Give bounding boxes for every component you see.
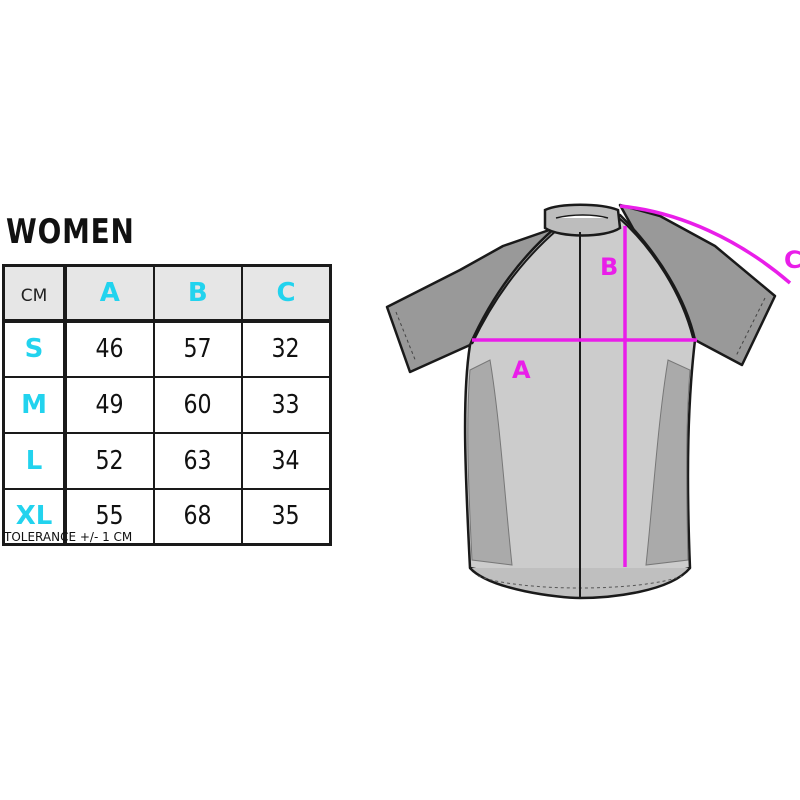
table-row: M 49 60 33 xyxy=(2,375,332,434)
value-cell: 49 xyxy=(64,375,155,434)
value-label: 49 xyxy=(95,389,124,420)
measure-line-c xyxy=(619,204,792,285)
size-cell: L xyxy=(2,431,67,490)
collar xyxy=(543,203,622,237)
value-label: 55 xyxy=(95,501,124,532)
right-side-panel xyxy=(645,359,691,566)
size-cell: M xyxy=(2,375,67,434)
table-row: XL 55 68 35 xyxy=(2,487,332,546)
unit-header: CM xyxy=(2,264,67,323)
value-label: 35 xyxy=(271,501,301,532)
value-label: 60 xyxy=(183,389,212,420)
value-label: 32 xyxy=(271,334,301,364)
size-label: S xyxy=(24,334,44,364)
size-label: XL xyxy=(15,501,53,532)
size-table: CM A B C S 46 57 32 M 49 60 33 L 52 63 3… xyxy=(2,264,332,546)
column-header: C xyxy=(241,264,332,323)
unit-label: CM xyxy=(20,285,48,306)
label-a: A xyxy=(512,356,531,384)
right-sleeve-stitch xyxy=(735,297,766,357)
size-cell: XL xyxy=(2,487,67,546)
value-cell: 34 xyxy=(241,431,332,490)
value-cell: 46 xyxy=(64,319,155,378)
column-header-label: C xyxy=(276,277,296,308)
value-cell: 60 xyxy=(152,375,243,434)
value-cell: 33 xyxy=(241,375,332,434)
value-cell: 52 xyxy=(64,431,155,490)
table-row: L 52 63 34 xyxy=(2,431,332,490)
size-cell: S xyxy=(2,319,67,378)
value-label: 68 xyxy=(183,501,212,532)
label-c: C xyxy=(784,246,800,274)
table-row: S 46 57 32 xyxy=(2,319,332,378)
left-raglan-seam xyxy=(471,229,558,345)
value-label: 46 xyxy=(95,334,124,364)
column-header: B xyxy=(152,264,243,323)
size-label: L xyxy=(25,445,43,476)
value-cell: 55 xyxy=(64,487,155,546)
value-cell: 63 xyxy=(152,431,243,490)
value-cell: 57 xyxy=(152,319,243,378)
value-cell: 32 xyxy=(241,319,332,378)
table-header-row: CM A B C xyxy=(2,264,332,323)
left-side-panel xyxy=(467,359,513,566)
tolerance-note: TOLERANCE +/- 1 CM xyxy=(4,530,133,544)
value-label: 52 xyxy=(95,445,124,476)
value-label: 34 xyxy=(271,445,301,476)
label-b: B xyxy=(600,253,618,281)
right-raglan-seam xyxy=(617,216,694,339)
value-cell: 35 xyxy=(241,487,332,546)
chart-title: WOMEN xyxy=(6,212,135,252)
column-header: A xyxy=(64,264,155,323)
column-header-label: A xyxy=(99,277,120,308)
value-label: 63 xyxy=(183,445,212,476)
value-label: 57 xyxy=(183,334,212,364)
value-cell: 68 xyxy=(152,487,243,546)
left-sleeve-stitch xyxy=(395,311,417,363)
size-label: M xyxy=(21,389,47,420)
collar-opening xyxy=(555,214,609,219)
column-header-label: B xyxy=(187,277,208,308)
value-label: 33 xyxy=(271,389,301,420)
